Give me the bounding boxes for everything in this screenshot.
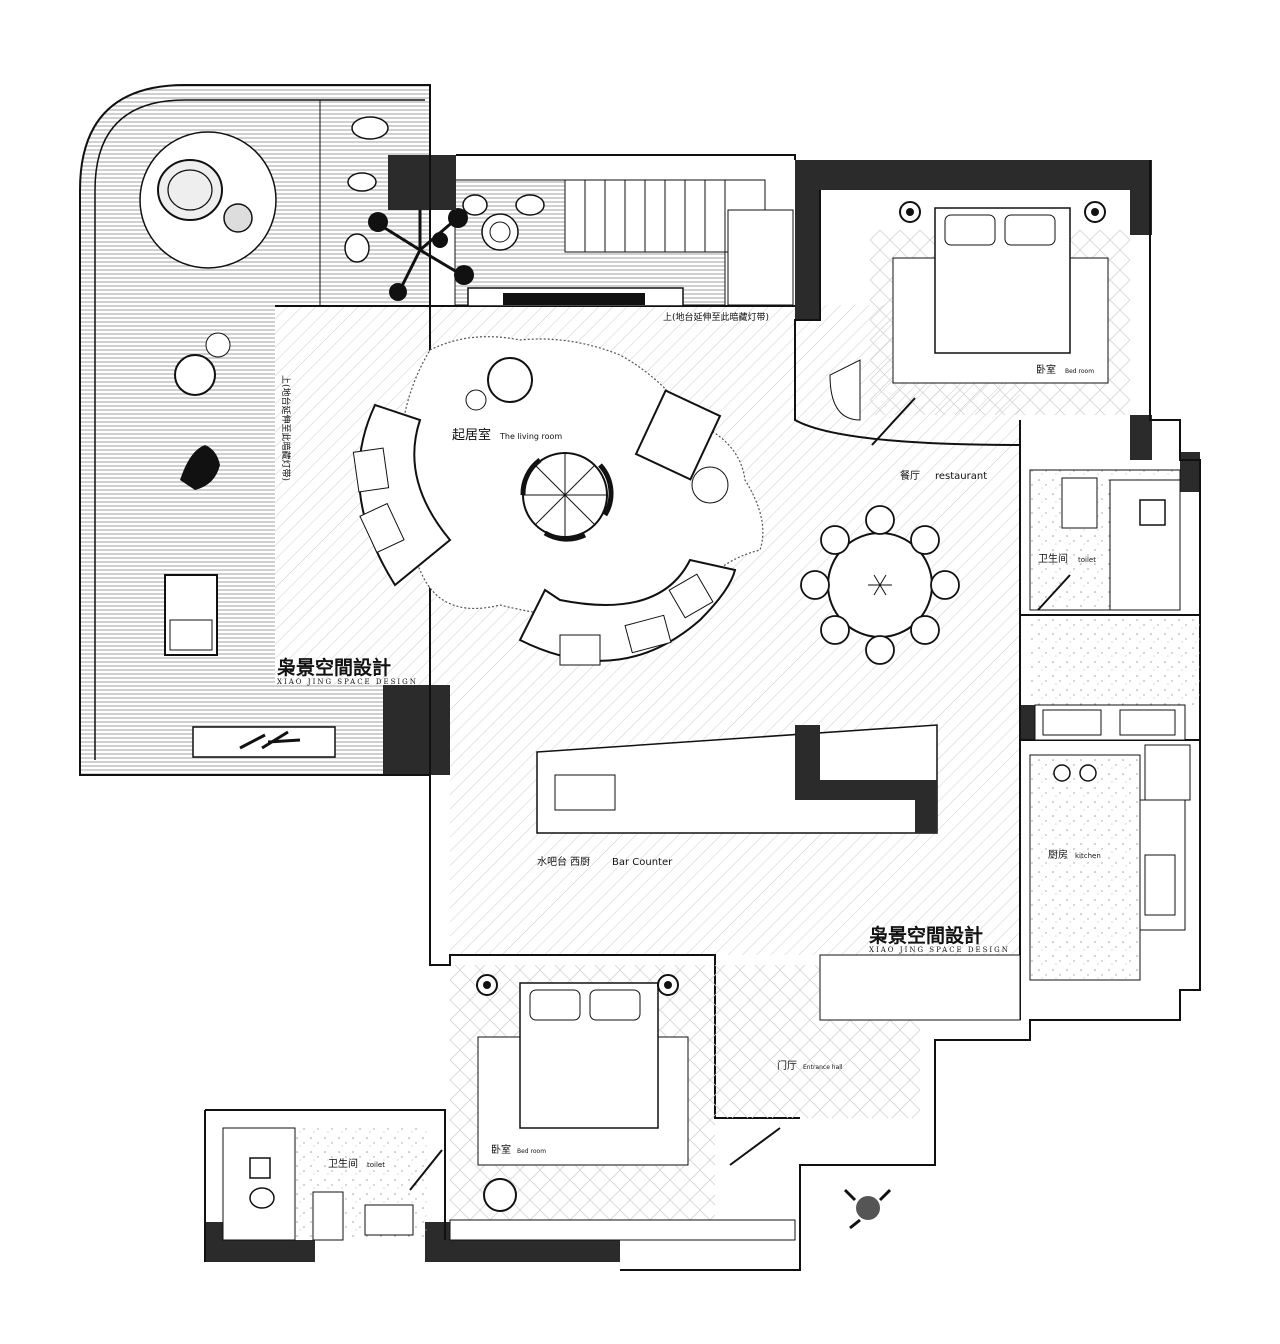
brand-watermark-2: 枭景空間設計 XIAO JING SPACE DESIGN bbox=[868, 924, 1010, 954]
toilet-right-label-cn: 卫生间 bbox=[1038, 552, 1068, 565]
toilet-top bbox=[1029, 469, 1181, 611]
brand-watermark-1: 枭景空間設計 XIAO JING SPACE DESIGN bbox=[276, 656, 418, 686]
toilet-left-label-cn: 卫生间 bbox=[328, 1157, 358, 1170]
bedroom-bottom bbox=[449, 965, 796, 1241]
bar-label-cn: 水吧台 西厨 bbox=[537, 855, 590, 868]
sofa-bottom bbox=[518, 558, 737, 666]
restaurant-label-en: restaurant bbox=[935, 471, 987, 482]
entrance-hall bbox=[715, 954, 1021, 1166]
terrace-bench bbox=[192, 726, 336, 758]
bedroom-bottom-label-cn: 卧室 bbox=[491, 1143, 511, 1156]
walls bbox=[205, 155, 1200, 1262]
coffee-table bbox=[520, 452, 614, 542]
brand-name-en-2: XIAO JING SPACE DESIGN bbox=[869, 946, 1010, 954]
note-side: 上(地台延伸至此暗藏灯带) bbox=[280, 375, 292, 481]
sofa-left bbox=[352, 403, 452, 587]
dog-icon bbox=[180, 445, 220, 490]
bedroom-bottom-label-en: Bed room bbox=[517, 1148, 546, 1155]
brand-name-cn-2: 枭景空間設計 bbox=[868, 924, 983, 947]
entrance-label-cn: 门厅 bbox=[777, 1059, 797, 1072]
chair-top bbox=[465, 357, 533, 411]
toilet-bottom bbox=[222, 1127, 443, 1241]
round-rug bbox=[139, 131, 277, 269]
bedroom-top-label-en: Bed room bbox=[1065, 368, 1094, 375]
living-room-label-cn: 起居室 bbox=[452, 427, 491, 443]
toilet-left-label-en: toilet bbox=[367, 1161, 385, 1169]
armchair bbox=[634, 389, 729, 504]
toilet-right-label-en: toilet bbox=[1078, 556, 1096, 564]
bedroom-top-label-cn: 卧室 bbox=[1036, 363, 1056, 376]
note-top: 上(地台延伸至此暗藏灯带) bbox=[663, 311, 769, 323]
room-labels: 起居室 The living room 餐厅 restaurant 卧室 Bed… bbox=[280, 311, 1101, 1170]
brand-name-en: XIAO JING SPACE DESIGN bbox=[277, 678, 418, 686]
bar-counter bbox=[536, 724, 938, 834]
bar-label-en: Bar Counter bbox=[612, 857, 673, 868]
terrace-chair bbox=[174, 332, 231, 396]
brand-name-cn: 枭景空間設計 bbox=[276, 656, 391, 679]
living-room-label-en: The living room bbox=[499, 432, 562, 441]
kitchen-label-en: kitchen bbox=[1075, 852, 1101, 860]
entrance-label-en: Entrance hall bbox=[803, 1064, 843, 1071]
kitchen bbox=[1029, 615, 1200, 981]
rock-icons bbox=[344, 116, 545, 263]
restaurant-label-cn: 餐厅 bbox=[900, 469, 920, 482]
dining-table bbox=[800, 505, 960, 665]
bedroom-top bbox=[829, 201, 1130, 446]
person-icon bbox=[843, 1188, 892, 1230]
kitchen-label-cn: 厨房 bbox=[1048, 848, 1068, 861]
terrace-lounge-chair bbox=[164, 574, 218, 656]
